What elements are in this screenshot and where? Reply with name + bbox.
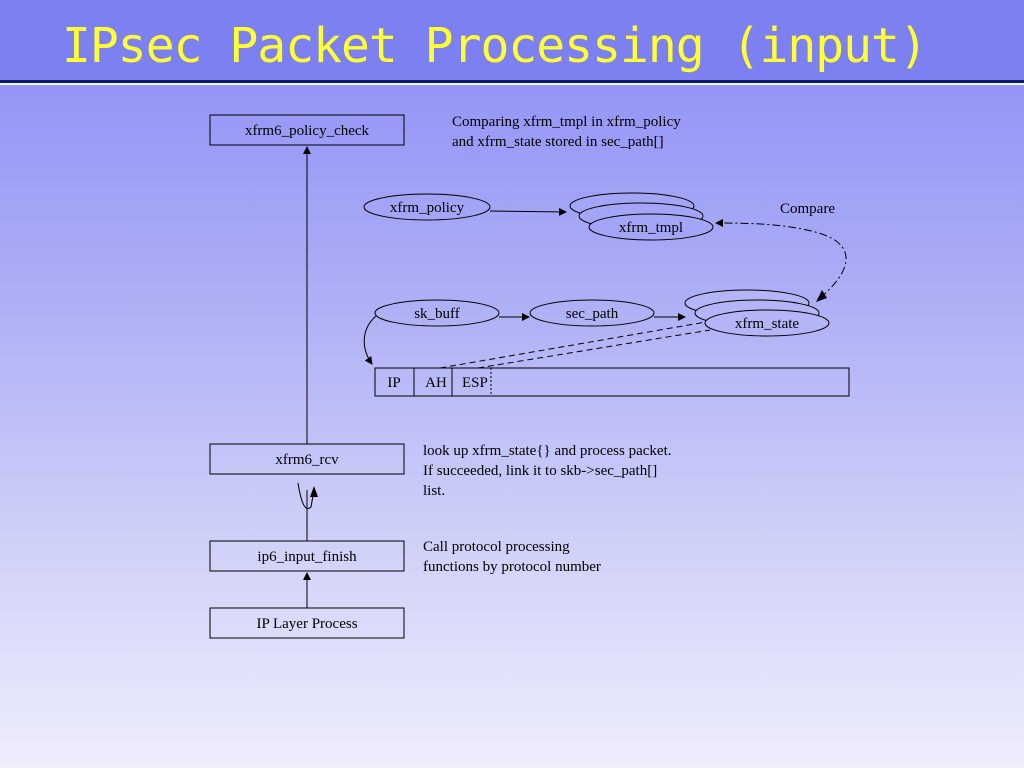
- xfrm-policy-ellipse: [363, 193, 491, 221]
- policy-check-box: [209, 114, 405, 146]
- dashed-link-ah: [439, 321, 707, 369]
- ip-layer-label: IP Layer Process: [256, 616, 357, 632]
- packet-field-ip: IP: [387, 375, 400, 391]
- title-bar: [0, 0, 1024, 80]
- rcv-label: xfrm6_rcv: [275, 452, 339, 468]
- sk-buff-ellipse: [374, 299, 500, 327]
- slide-title: IPsec Packet Processing (input): [62, 18, 928, 74]
- policy-check-label: xfrm6_policy_check: [245, 123, 370, 139]
- packet-field-esp: ESP: [462, 375, 488, 391]
- compare-arrow: [715, 219, 847, 299]
- policy-note-line2: and xfrm_state stored in sec_path[]: [452, 134, 664, 150]
- title-divider-highlight: [0, 83, 1024, 85]
- finish-note-line1: Call protocol processing: [423, 539, 570, 555]
- xfrm-state-label: xfrm_state: [735, 316, 799, 332]
- dashed-link-esp: [477, 329, 711, 369]
- xfrm-state-stack: [684, 289, 830, 337]
- finish-note-line2: functions by protocol number: [423, 559, 601, 575]
- xfrm-state-ellipse-front: [704, 309, 830, 337]
- loop-arrowhead: [310, 486, 318, 497]
- xfrm-tmpl-label: xfrm_tmpl: [619, 220, 683, 236]
- rcv-note-line1: look up xfrm_state{} and process packet.: [423, 443, 672, 459]
- policy-note-line1: Comparing xfrm_tmpl in xfrm_policy: [452, 114, 681, 130]
- title-divider: [0, 80, 1024, 83]
- sec-path-ellipse: [529, 299, 655, 327]
- packet-bar: [374, 367, 850, 397]
- loop-arrow: [297, 482, 315, 509]
- arrow-skbuff-to-packet: [363, 315, 377, 365]
- xfrm-tmpl-ellipse-front: [588, 213, 714, 241]
- sk-buff-label: sk_buff: [414, 306, 460, 322]
- rcv-note-line3: list.: [423, 483, 445, 499]
- compare-label: Compare: [780, 201, 835, 217]
- sec-path-label: sec_path: [566, 306, 619, 322]
- rcv-note-line2: If succeeded, link it to skb->sec_path[]: [423, 463, 657, 479]
- compare-arrowhead-bottom: [816, 290, 827, 302]
- arrow-policy-to-tmpl: [489, 207, 567, 216]
- xfrm-tmpl-stack: [569, 192, 714, 241]
- xfrm-policy-label: xfrm_policy: [390, 200, 465, 216]
- input-finish-label: ip6_input_finish: [257, 549, 357, 565]
- packet-field-ah: AH: [425, 375, 447, 391]
